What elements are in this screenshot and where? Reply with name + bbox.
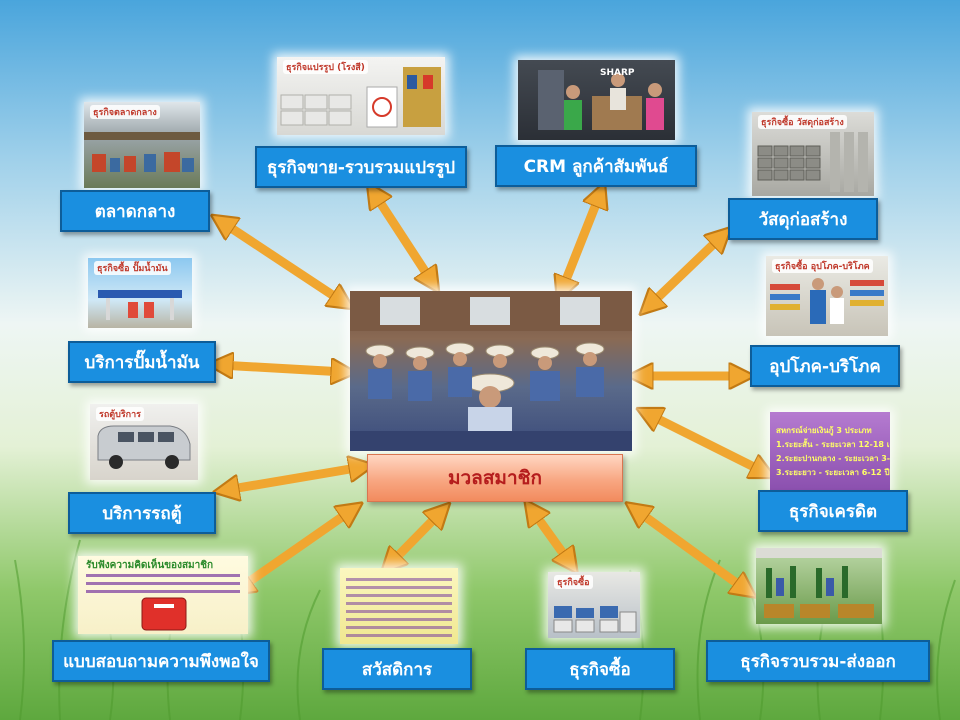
node-construction[interactable]: วัสดุก่อสร้าง: [728, 198, 878, 240]
node-purchase-label: ธุรกิจซื้อ: [569, 659, 631, 680]
arrow-purchase: [532, 510, 570, 563]
node-credit[interactable]: ธุรกิจเครดิต: [758, 490, 908, 532]
node-export[interactable]: ธุรกิจรวบรวม-ส่งออก: [706, 640, 930, 682]
processing-photo: ธุรกิจแปรรูป (โรงสี): [277, 57, 445, 135]
members-meeting-photo: [350, 291, 632, 451]
export-photo: [756, 548, 882, 624]
node-consumer-label: อุปโภค-บริโภค: [769, 356, 881, 377]
processing-photo-caption: ธุรกิจแปรรูป (โรงสี): [283, 60, 368, 74]
consumer-photo: ธุรกิจซื้อ อุปโภค-บริโภค: [766, 256, 888, 336]
node-processing-label: ธุรกิจขาย-รวบรวมแปรรูป: [266, 157, 456, 178]
node-fuel-label: บริการปั๊มน้ำมัน: [84, 352, 200, 373]
node-processing[interactable]: ธุรกิจขาย-รวบรวมแปรรูป: [255, 146, 467, 188]
credit-line-3: 2.ระยะปานกลาง - ระยะเวลา 3-5 ปี: [776, 454, 890, 463]
construction-photo: ธุรกิจซื้อ วัสดุก่อสร้าง: [752, 112, 874, 196]
credit-line-4: 3.ระยะยาว - ระยะเวลา 6-12 ปี: [776, 468, 890, 477]
node-van-label: บริการรถตู้: [102, 503, 182, 524]
node-construction-label: วัสดุก่อสร้าง: [758, 209, 848, 230]
node-credit-label: ธุรกิจเครดิต: [788, 501, 878, 522]
survey-photo: รับฟังความคิดเห็นของสมาชิก: [78, 556, 248, 634]
node-crm-label: CRM ลูกค้าสัมพันธ์: [523, 156, 669, 177]
center-node[interactable]: มวลสมาชิก: [367, 454, 623, 502]
credit-line-2: 1.ระยะสั้น - ระยะเวลา 12-18 เดือน: [776, 440, 890, 449]
node-fuel[interactable]: บริการปั๊มน้ำมัน: [68, 341, 216, 383]
market-photo: ธุรกิจตลาดกลาง: [84, 102, 200, 188]
node-crm[interactable]: CRM ลูกค้าสัมพันธ์: [495, 145, 697, 187]
node-welfare-label: สวัสดิการ: [361, 659, 433, 680]
node-purchase[interactable]: ธุรกิจซื้อ: [525, 648, 675, 690]
arrow-credit: [648, 414, 764, 472]
credit-photo: สหกรณ์จ่ายเงินกู้ 3 ประเภท 1.ระยะสั้น - …: [770, 412, 890, 492]
welfare-photo: [340, 568, 458, 644]
node-welfare[interactable]: สวัสดิการ: [322, 648, 472, 690]
crm-photo: SHARP: [518, 60, 675, 140]
arrow-welfare: [390, 512, 441, 564]
fuel-photo: ธุรกิจซื้อ ปั๊มน้ำมัน: [88, 258, 192, 328]
consumer-photo-caption: ธุรกิจซื้อ อุปโภค-บริโภค: [772, 259, 873, 273]
arrow-crm: [562, 194, 600, 290]
node-market[interactable]: ตลาดกลาง: [60, 190, 210, 232]
arrow-processing: [374, 193, 432, 282]
node-survey-label: แบบสอบถามความพึงพอใจ: [63, 651, 259, 672]
node-export-label: ธุรกิจรวบรวม-ส่งออก: [740, 651, 896, 672]
survey-photo-title: รับฟังความคิดเห็นของสมาชิก: [86, 560, 214, 571]
node-consumer[interactable]: อุปโภค-บริโภค: [750, 345, 900, 387]
market-photo-caption: ธุรกิจตลาดกลาง: [90, 105, 160, 119]
fuel-photo-caption: ธุรกิจซื้อ ปั๊มน้ำมัน: [94, 261, 171, 275]
crm-brand-text: SHARP: [600, 68, 635, 78]
node-survey[interactable]: แบบสอบถามความพึงพอใจ: [52, 640, 270, 682]
node-van[interactable]: บริการรถตู้: [68, 492, 216, 534]
arrow-export: [636, 510, 746, 590]
arrow-survey: [240, 510, 352, 588]
center-node-label: มวลสมาชิก: [447, 467, 543, 489]
van-photo: รถตู้บริการ: [90, 404, 198, 480]
arrow-construction: [649, 236, 722, 306]
construction-photo-caption: ธุรกิจซื้อ วัสดุก่อสร้าง: [758, 115, 847, 129]
van-photo-caption: รถตู้บริการ: [96, 407, 145, 421]
arrow-fuel: [220, 365, 344, 372]
purchase-photo-caption: ธุรกิจซื้อ: [554, 575, 593, 589]
purchase-photo: ธุรกิจซื้อ: [548, 572, 640, 638]
arrow-van: [226, 467, 362, 490]
node-market-label: ตลาดกลาง: [94, 201, 176, 222]
arrow-market: [222, 222, 343, 302]
credit-line-1: สหกรณ์จ่ายเงินกู้ 3 ประเภท: [776, 426, 872, 435]
